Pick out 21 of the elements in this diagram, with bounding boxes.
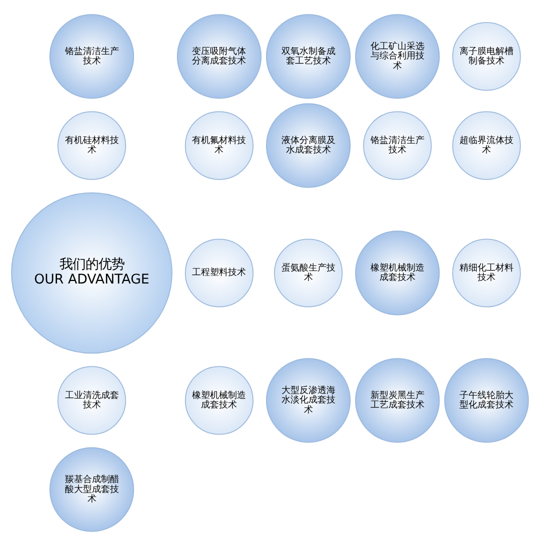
node-circle: 液体分离膜及水成套技术 [266,102,351,188]
node-circle: 工程塑料技术 [184,238,254,307]
node-circle: 工业清洗成套技术 [57,366,126,434]
node-circle: 我们的优势 OUR ADVANTAGE [11,192,172,354]
node-circle: 子午线轮胎大型化成套技术 [444,358,529,442]
node-circle: 超临界流体技术 [452,110,521,180]
node-circle: 橡塑机械制造成套技术 [355,230,440,315]
node-circle: 大型反渗透海水淡化成套技术 [266,358,351,442]
node-circle: 橡塑机械制造成套技术 [184,366,254,434]
node-circle: 铬盐清洁生产技术 [49,14,134,98]
node-circle: 蛋氨酸生产技术 [274,238,343,307]
node-circle: 新型炭黑生产工艺成套技术 [355,358,440,442]
node-circle: 有机氟材料技术 [184,110,254,180]
node-circle: 双氧水制备成套工艺技术 [266,14,351,98]
node-circle: 铬盐清洁生产技术 [363,110,432,180]
node-circle: 离子膜电解槽制备技术 [452,22,521,90]
node-circle: 化工矿山采选与综合利用技术 [355,14,440,98]
node-circle: 有机硅材料技术 [57,110,126,180]
node-circle: 精细化工材料技术 [452,238,521,307]
node-circle: 变压吸附气体分离成套技术 [176,14,262,98]
node-circle: 羰基合成制醋酸大型成套技术 [49,446,134,532]
